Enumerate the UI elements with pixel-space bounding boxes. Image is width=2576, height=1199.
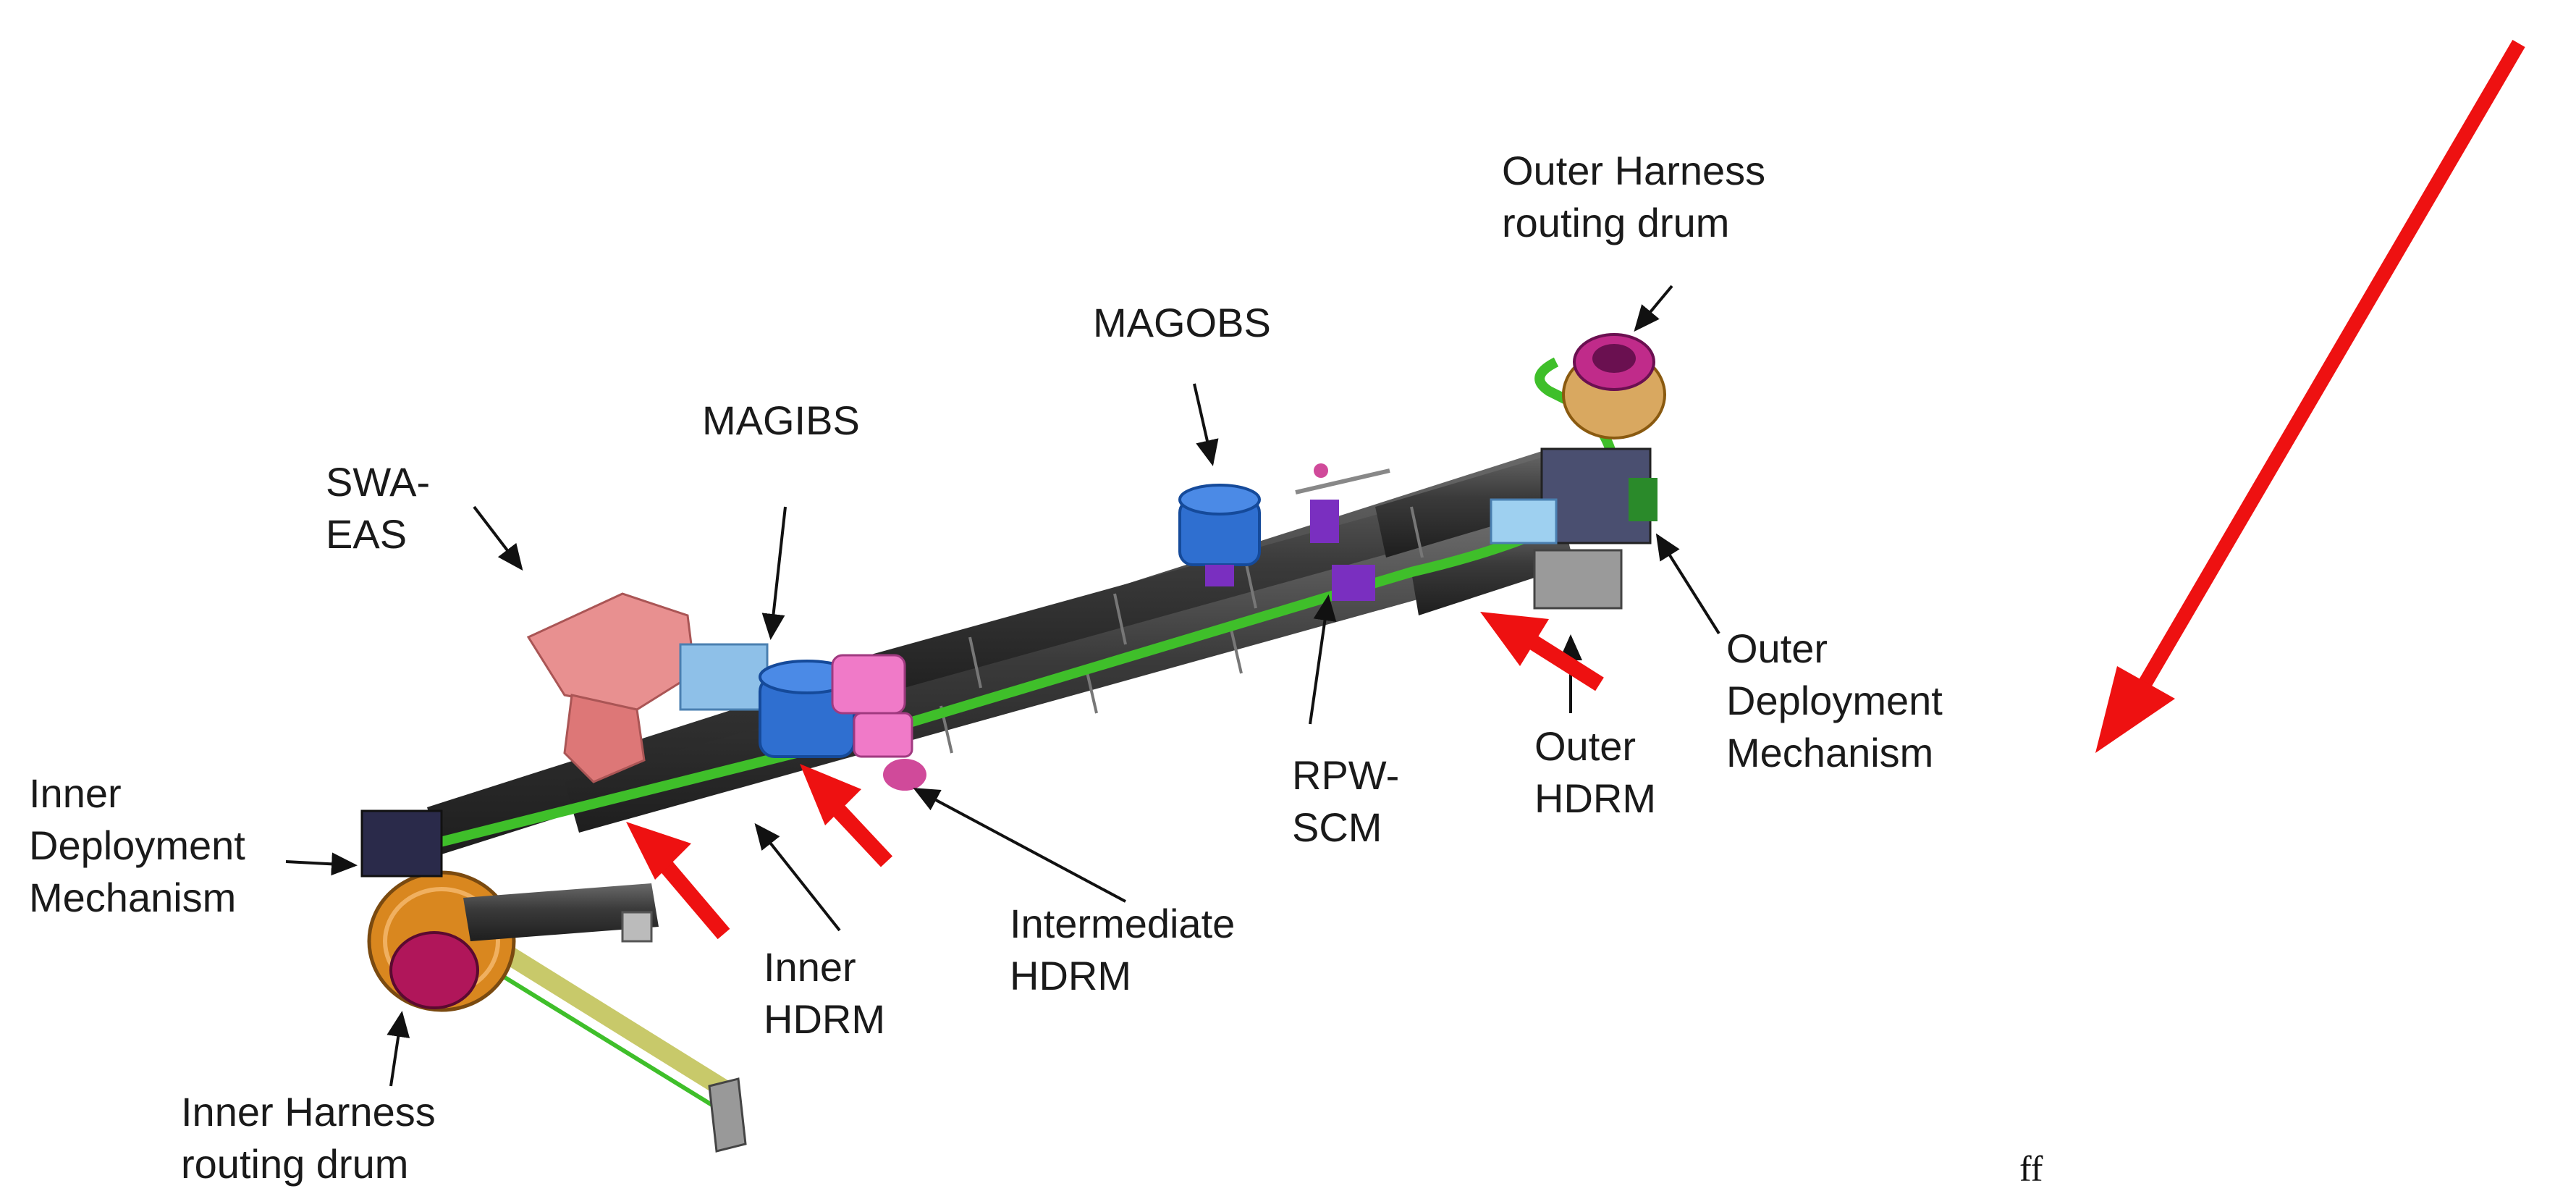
label-line: routing drum	[181, 1141, 409, 1187]
label-line: Outer	[1534, 723, 1637, 769]
label-line: Inner Harness	[181, 1089, 436, 1135]
red-arrow-large-diagonal	[2095, 39, 2525, 753]
label-swa-eas: SWA- EAS	[326, 456, 430, 560]
outer-boom-segment	[1375, 449, 1582, 615]
label-line: HDRM	[1534, 775, 1656, 821]
label-outer-deployment-mechanism: Outer Deployment Mechanism	[1726, 623, 1943, 779]
label-line: Deployment	[1726, 678, 1943, 723]
label-line: Outer Harness	[1502, 148, 1766, 193]
label-line: Mechanism	[29, 875, 237, 920]
label-line: EAS	[326, 511, 407, 557]
red-arrow-inner-hdrm	[626, 822, 730, 940]
outer-harness-drum	[1562, 333, 1666, 439]
label-line: Inner	[29, 770, 122, 816]
red-arrow-outer-hdrm	[1480, 612, 1604, 691]
label-line: Deployment	[29, 823, 245, 868]
label-line: Mechanism	[1726, 730, 1934, 775]
label-line: Outer	[1726, 626, 1828, 671]
label-line: MAGIBS	[702, 397, 860, 443]
label-inner-harness-routing-drum: Inner Harness routing drum	[181, 1086, 436, 1190]
red-arrows	[626, 39, 2525, 940]
label-magibs: MAGIBS	[702, 395, 860, 447]
label-line: RPW-	[1292, 752, 1400, 798]
label-outer-harness-routing-drum: Outer Harness routing drum	[1502, 145, 1765, 249]
label-line: Inner	[764, 944, 856, 990]
pink-hdrm-blocks	[831, 654, 926, 791]
leader-arrows	[285, 285, 1720, 1087]
label-rpw-scm: RPW- SCM	[1292, 749, 1399, 854]
label-line: routing drum	[1502, 200, 1730, 245]
label-line: Intermediate	[1010, 901, 1236, 946]
label-line: SCM	[1292, 804, 1382, 850]
magobs-sensor	[1178, 484, 1261, 586]
label-inner-deployment-mechanism: Inner Deployment Mechanism	[29, 767, 245, 924]
label-outer-hdrm: Outer HDRM	[1534, 720, 1656, 825]
corner-mark: ff	[2019, 1148, 2043, 1189]
red-arrow-intermediate-hdrm	[800, 764, 893, 867]
label-line: HDRM	[1010, 953, 1131, 998]
inner-stowed-tube	[463, 883, 747, 1153]
outer-deployment-mechanism	[1490, 447, 1657, 610]
label-line: SWA-	[326, 459, 431, 505]
label-line: HDRM	[764, 996, 885, 1042]
rpw-scm-sensor	[1295, 463, 1390, 601]
label-magobs: MAGOBS	[1093, 297, 1271, 349]
label-inner-hdrm: Inner HDRM	[764, 941, 885, 1046]
label-intermediate-hdrm: Intermediate HDRM	[1010, 898, 1235, 1002]
label-line: MAGOBS	[1093, 300, 1271, 345]
